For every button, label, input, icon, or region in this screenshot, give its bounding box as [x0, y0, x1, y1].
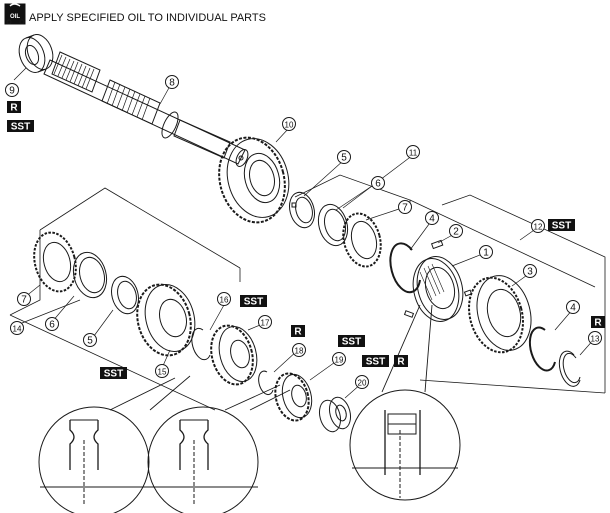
svg-text:4: 4 — [570, 303, 576, 314]
snap-ring-18 — [258, 370, 274, 396]
callout-10: 10 — [282, 117, 296, 131]
tags: R SST SST R SST R SST SST R SST — [7, 101, 605, 380]
callout-16: 16 — [217, 292, 231, 306]
svg-text:SST: SST — [11, 122, 30, 133]
main-shaft — [43, 51, 249, 167]
gear-17 — [210, 324, 258, 386]
svg-text:17: 17 — [261, 319, 270, 328]
tag-r-9: R — [7, 101, 21, 114]
callout-19: 19 — [332, 352, 346, 366]
callout-8: 8 — [165, 75, 179, 89]
group-bracket-lines — [9, 174, 606, 411]
callout-17: 17 — [258, 315, 272, 329]
svg-text:18: 18 — [295, 347, 304, 356]
callout-5-left: 5 — [83, 333, 97, 347]
svg-text:11: 11 — [409, 149, 418, 158]
header-text: APPLY SPECIFIED OIL TO INDIVIDUAL PARTS — [29, 12, 266, 24]
svg-text:SST: SST — [104, 369, 123, 380]
callout-4-lower: 4 — [566, 300, 580, 314]
clutch-hub-1 — [412, 256, 464, 322]
callout-6-left: 6 — [45, 317, 59, 331]
svg-text:6: 6 — [49, 320, 55, 331]
svg-text:SST: SST — [342, 337, 361, 348]
callout-6-right: 6 — [371, 176, 385, 190]
snap-ring-13 — [558, 350, 581, 387]
gear-19 — [274, 372, 313, 422]
snap-ring-16 — [191, 327, 211, 361]
callout-7-left: 7 — [17, 292, 31, 306]
detail-view-left — [38, 375, 191, 513]
callout-7-right: 7 — [398, 200, 412, 214]
svg-text:SST: SST — [552, 221, 571, 232]
svg-text:20: 20 — [358, 379, 367, 388]
svg-text:5: 5 — [341, 153, 347, 164]
oil-icon-label: OIL — [10, 14, 20, 20]
svg-text:5: 5 — [87, 336, 93, 347]
svg-text:16: 16 — [220, 296, 229, 305]
synchro-ring-7-left — [33, 231, 77, 293]
svg-text:3: 3 — [527, 267, 533, 278]
svg-text:7: 7 — [21, 295, 27, 306]
synchro-ring-6-right — [317, 203, 349, 247]
detail-view-right — [349, 304, 461, 501]
svg-text:14: 14 — [13, 325, 22, 334]
svg-text:4: 4 — [429, 214, 435, 225]
tag-r-13: R — [591, 316, 605, 329]
svg-text:13: 13 — [591, 335, 600, 344]
callout-9: 9 — [5, 83, 19, 97]
svg-text:2: 2 — [453, 227, 459, 238]
svg-text:6: 6 — [375, 179, 381, 190]
tag-r-20: R — [394, 355, 408, 368]
svg-text:R: R — [397, 357, 405, 368]
tag-sst-9: SST — [7, 120, 34, 133]
callout-4-upper: 4 — [425, 211, 439, 225]
gear-15 — [136, 283, 196, 357]
svg-text:15: 15 — [158, 368, 167, 377]
callout-20: 20 — [355, 375, 369, 389]
tag-sst-16: SST — [240, 295, 267, 308]
callout-13: 13 — [588, 331, 602, 345]
synchro-ring-5-right — [289, 191, 315, 229]
snap-ring-4-upper — [389, 242, 421, 294]
snap-ring-4-lower — [528, 326, 556, 372]
tag-sst-12: SST — [548, 219, 575, 232]
clutch-sleeve-3 — [468, 275, 532, 354]
tag-sst-15: SST — [100, 367, 127, 380]
callout-12: 12 — [531, 219, 545, 233]
svg-text:19: 19 — [335, 356, 344, 365]
svg-text:R: R — [294, 327, 302, 338]
callout-15: 15 — [155, 364, 169, 378]
svg-text:1: 1 — [483, 248, 489, 259]
tag-sst-20: SST — [362, 355, 389, 368]
tag-sst-19: SST — [338, 335, 365, 348]
oil-can-icon: OIL — [4, 3, 26, 25]
synchro-ring-7-right — [342, 212, 382, 268]
svg-text:R: R — [594, 318, 602, 329]
callouts: 9 8 10 5 11 6 7 4 2 12 1 3 4 13 7 6 14 5… — [5, 75, 602, 389]
bearing-9 — [18, 34, 54, 73]
svg-text:12: 12 — [534, 223, 543, 232]
callout-14: 14 — [10, 321, 24, 335]
synchro-ring-6-left — [72, 251, 108, 299]
callout-3: 3 — [523, 264, 537, 278]
callout-18: 18 — [292, 343, 306, 357]
synchro-ring-5-left — [111, 275, 139, 315]
svg-text:9: 9 — [9, 86, 15, 97]
svg-text:7: 7 — [402, 203, 408, 214]
svg-text:R: R — [10, 103, 18, 114]
tag-r-18: R — [291, 325, 305, 338]
key-2 — [403, 239, 473, 318]
svg-text:8: 8 — [169, 78, 175, 89]
callout-5-right: 5 — [337, 150, 351, 164]
callout-1: 1 — [479, 245, 493, 259]
callout-11: 11 — [406, 145, 420, 159]
detail-view-middle — [147, 384, 291, 513]
svg-text:10: 10 — [285, 121, 294, 130]
svg-text:SST: SST — [366, 357, 385, 368]
gear-10 — [218, 136, 290, 224]
bearing-20 — [318, 396, 352, 433]
svg-text:SST: SST — [244, 297, 263, 308]
callout-2: 2 — [449, 224, 463, 238]
